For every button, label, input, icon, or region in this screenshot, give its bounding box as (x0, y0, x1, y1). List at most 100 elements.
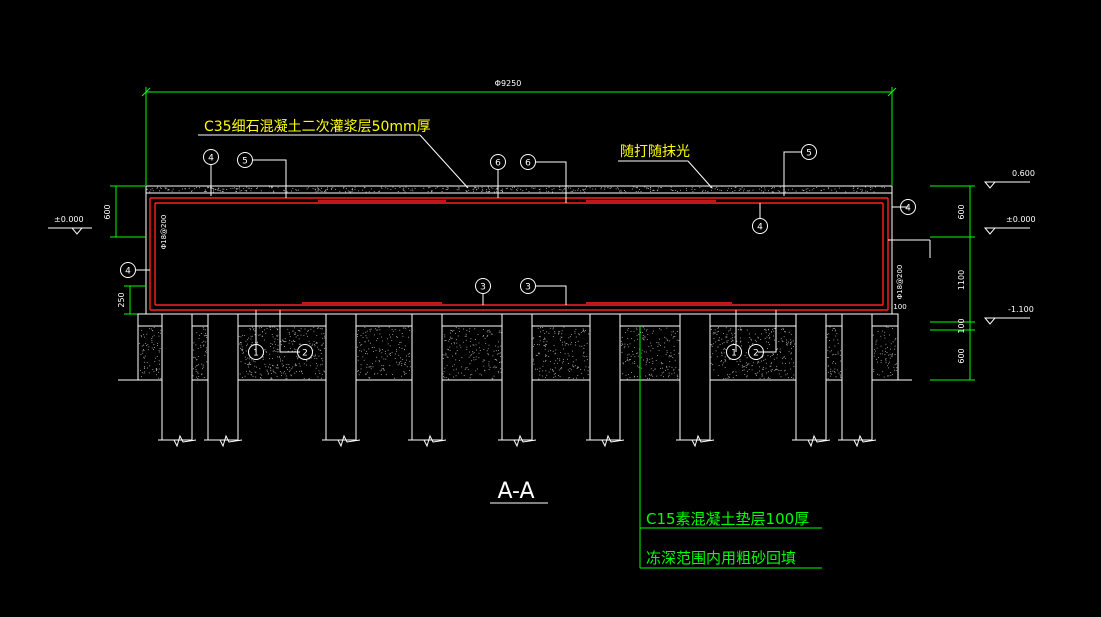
backfill-dot (569, 368, 571, 370)
backfill-dot (739, 327, 741, 329)
pile-break-line (498, 434, 537, 448)
backfill-dot (300, 371, 302, 373)
backfill-dot (674, 335, 676, 337)
backfill-dot (583, 369, 585, 371)
backfill-dot (542, 365, 544, 367)
backfill-dot (203, 328, 205, 330)
backfill-dot (205, 349, 207, 351)
backfill-dot (496, 359, 498, 361)
backfill-dot (774, 328, 776, 330)
backfill-dot (538, 335, 540, 337)
backfill-dot (297, 329, 299, 331)
backfill-dot (715, 350, 717, 352)
screed-dot (205, 191, 207, 193)
backfill-dot (403, 363, 405, 365)
backfill-dot (247, 373, 249, 375)
backfill-dot (646, 359, 648, 361)
backfill-dot (765, 362, 767, 364)
backfill-dot (646, 338, 648, 340)
backfill-dot (726, 334, 728, 336)
backfill-dot (552, 328, 554, 330)
backfill-dot (713, 332, 715, 334)
backfill-dot (572, 361, 574, 363)
backfill-dot (318, 355, 320, 357)
backfill-dot (463, 375, 465, 377)
screed-dot (525, 188, 527, 190)
backfill-dot (315, 367, 317, 369)
screed-dot (348, 191, 350, 193)
screed-dot (351, 191, 353, 193)
backfill-dot (310, 328, 312, 330)
backfill-dot (837, 342, 839, 344)
backfill-dot (369, 342, 371, 344)
screed-dot (534, 187, 536, 189)
screed-dot (516, 189, 518, 191)
backfill-dot (633, 347, 635, 349)
screed-dot (856, 190, 858, 192)
screed-dot (760, 186, 762, 188)
backfill-dot (755, 375, 757, 377)
backfill-dot (830, 370, 832, 372)
backfill-dot (477, 333, 479, 335)
backfill-dot (446, 356, 448, 358)
backfill-dot (888, 334, 890, 336)
backfill-dot (197, 371, 199, 373)
backfill-dot (472, 351, 474, 353)
screed-dot (354, 186, 356, 188)
backfill-dot (671, 366, 673, 368)
screed-dot (511, 189, 513, 191)
screed-dot (342, 187, 344, 189)
backfill-dot (668, 366, 670, 368)
screed-dot (732, 191, 734, 193)
backfill-dot (384, 351, 386, 353)
backfill-dot (627, 354, 629, 356)
backfill-dot (316, 341, 318, 343)
screed-dot (468, 189, 470, 191)
screed-dot (181, 188, 183, 190)
backfill-dot (443, 377, 445, 379)
screed-dot (604, 186, 606, 188)
screed-dot (232, 187, 234, 189)
backfill-dot (206, 336, 208, 338)
screed-dot (474, 186, 476, 188)
backfill-dot (197, 347, 199, 349)
backfill-dot (409, 360, 411, 362)
screed-dot (823, 189, 825, 191)
screed-dot (402, 188, 404, 190)
backfill-dot (765, 328, 767, 330)
backfill-dot (144, 355, 146, 357)
screed-dot (481, 186, 483, 188)
backfill-dot (772, 353, 774, 355)
backfill-dot (553, 370, 555, 372)
backfill-dot (768, 343, 770, 345)
backfill-dot (491, 333, 493, 335)
backfill-dot (778, 373, 780, 375)
overall-width-label: Φ9250 (495, 79, 522, 88)
backfill-dot (269, 345, 271, 347)
backfill-dot (743, 369, 745, 371)
backfill-dot (834, 330, 836, 332)
backfill-dot (269, 326, 271, 328)
backfill-dot (626, 378, 628, 380)
screed-dot (330, 187, 332, 189)
backfill-dot (721, 364, 723, 366)
screed-dot (763, 191, 765, 193)
backfill-dot (634, 340, 636, 342)
backfill-dot (143, 372, 145, 374)
backfill-dot (759, 366, 761, 368)
backfill-dot (158, 368, 160, 370)
backfill-dot (394, 353, 396, 355)
backfill-dot (370, 328, 372, 330)
backfill-dot (638, 333, 640, 335)
backfill-dot (652, 370, 654, 372)
backfill-dot (201, 368, 203, 370)
backfill-dot (546, 331, 548, 333)
backfill-dot (384, 353, 386, 355)
screed-dot (646, 187, 648, 189)
screed-dot (325, 191, 327, 193)
backfill-dot (293, 340, 295, 342)
screed-dot (250, 190, 252, 192)
backfill-dot (154, 357, 156, 359)
backfill-dot (315, 354, 317, 356)
backfill-dot (445, 354, 447, 356)
